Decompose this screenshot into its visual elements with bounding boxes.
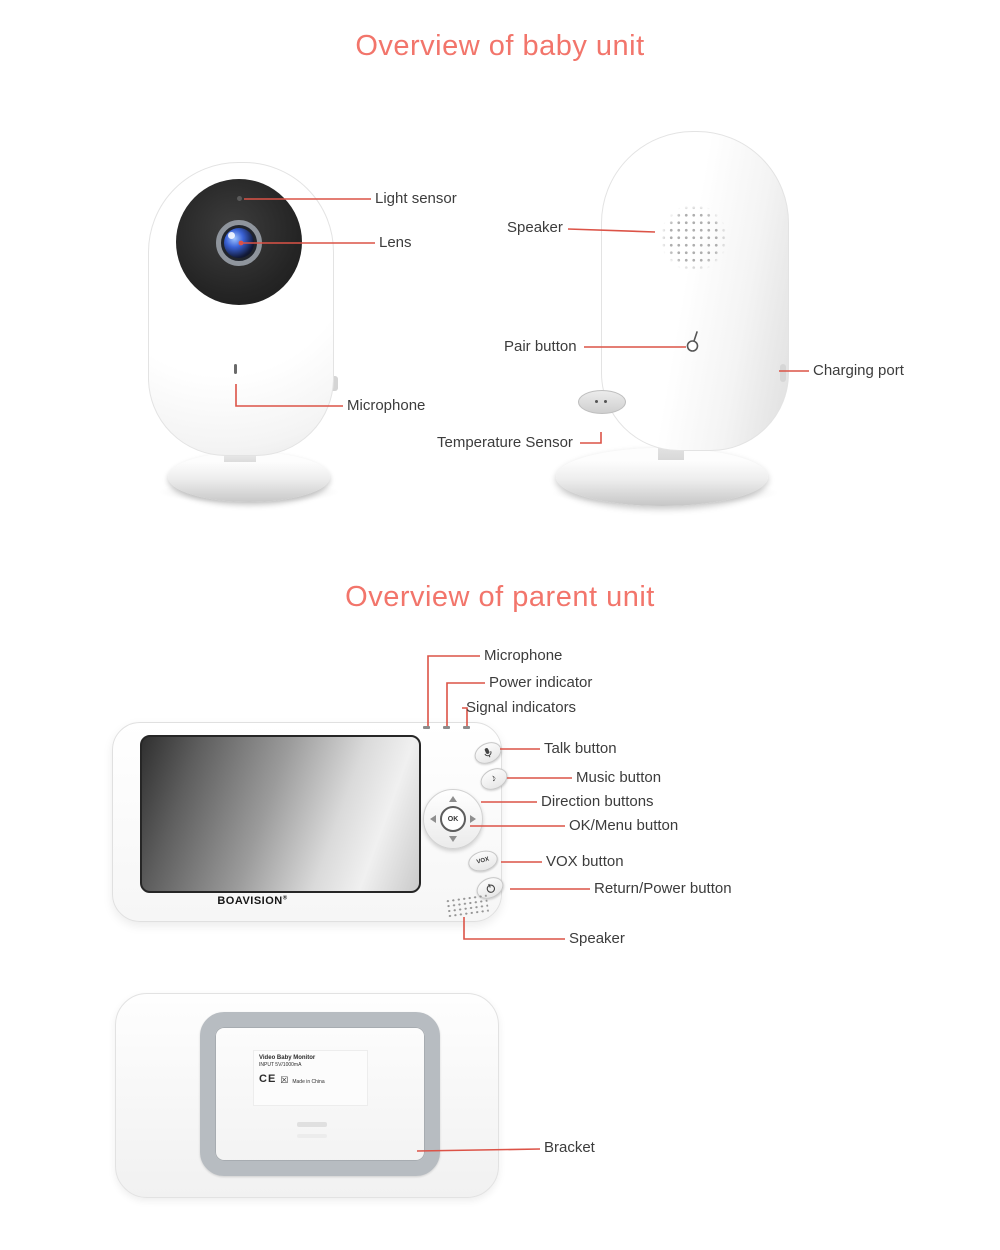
ok-menu-button: OK — [440, 806, 466, 832]
bracket-stand — [200, 1012, 440, 1176]
sticker-title: Video Baby Monitor — [259, 1055, 316, 1061]
label-direction-buttons: Direction buttons — [541, 793, 654, 810]
label-microphone-baby: Microphone — [347, 397, 426, 414]
parent-unit-back-view: Video Baby Monitor INPUT 5V/1000mA CE ☒ … — [115, 993, 515, 1203]
vox-label: VOX — [476, 856, 490, 866]
label-vox-button: VOX button — [546, 853, 624, 870]
label-speaker-baby: Speaker — [507, 219, 563, 236]
label-ok-menu-button: OK/Menu button — [569, 817, 679, 834]
back-slot — [297, 1134, 327, 1138]
regulatory-sticker: Video Baby Monitor INPUT 5V/1000mA CE ☒ … — [253, 1050, 368, 1106]
ce-mark: CE — [259, 1073, 277, 1085]
temperature-sensor-probe — [578, 390, 626, 414]
camera-body — [148, 162, 334, 456]
brand-text: BOAVISION — [217, 895, 283, 907]
label-lens: Lens — [379, 234, 412, 251]
label-music-button: Music button — [576, 769, 662, 786]
back-slot — [297, 1122, 327, 1127]
label-return-power-button: Return/Power button — [594, 880, 732, 897]
label-talk-button: Talk button — [544, 740, 617, 757]
dpad-right-arrow-icon — [470, 815, 476, 823]
monitor-screen — [140, 735, 421, 893]
label-light-sensor: Light sensor — [375, 190, 457, 207]
baby-unit-front-view — [148, 162, 340, 507]
speaker-grill — [660, 204, 728, 272]
baby-unit-title: Overview of baby unit — [355, 30, 645, 62]
sensor-dot — [604, 400, 607, 403]
weee-bin-icon: ☒ — [280, 1075, 289, 1085]
label-bracket: Bracket — [544, 1139, 595, 1156]
parent-unit-title: Overview of parent unit — [345, 581, 655, 613]
dpad-up-arrow-icon — [449, 796, 457, 802]
music-note-icon: ♪ — [489, 772, 499, 785]
label-power-indicator: Power indicator — [489, 674, 593, 691]
sensor-dot — [595, 400, 598, 403]
microphone-hole — [234, 364, 237, 374]
brand-logo: BOAVISION® — [140, 895, 365, 907]
label-signal-indicators: Signal indicators — [466, 699, 577, 716]
baby-unit-back-view — [550, 128, 796, 513]
pair-button — [686, 331, 699, 352]
dpad-down-arrow-icon — [449, 836, 457, 842]
brand-registered-mark: ® — [282, 895, 288, 902]
label-charging-port: Charging port — [813, 362, 904, 379]
label-speaker-parent: Speaker — [569, 930, 625, 947]
dpad-left-arrow-icon — [430, 815, 436, 823]
charging-port — [780, 364, 786, 382]
power-indicator-led — [443, 726, 450, 729]
talk-button — [471, 738, 505, 768]
power-icon — [486, 883, 495, 893]
label-temperature-sensor: Temperature Sensor — [437, 434, 573, 451]
lens-highlight — [228, 232, 235, 239]
parent-unit-front-view: BOAVISION® ♪ OK VOX — [112, 722, 512, 922]
light-sensor-dot — [237, 196, 242, 201]
microphone-hole — [423, 726, 430, 729]
camera-back-body — [601, 131, 789, 451]
return-power-button — [473, 873, 507, 903]
direction-pad: OK — [423, 789, 483, 849]
sticker-input-spec: INPUT 5V/1000mA — [259, 1062, 302, 1068]
label-pair-button: Pair button — [504, 338, 577, 355]
label-microphone-parent: Microphone — [484, 647, 563, 664]
made-in-text: Made in China — [292, 1079, 325, 1085]
signal-indicator-leds — [463, 726, 470, 729]
mic-icon — [484, 748, 492, 758]
